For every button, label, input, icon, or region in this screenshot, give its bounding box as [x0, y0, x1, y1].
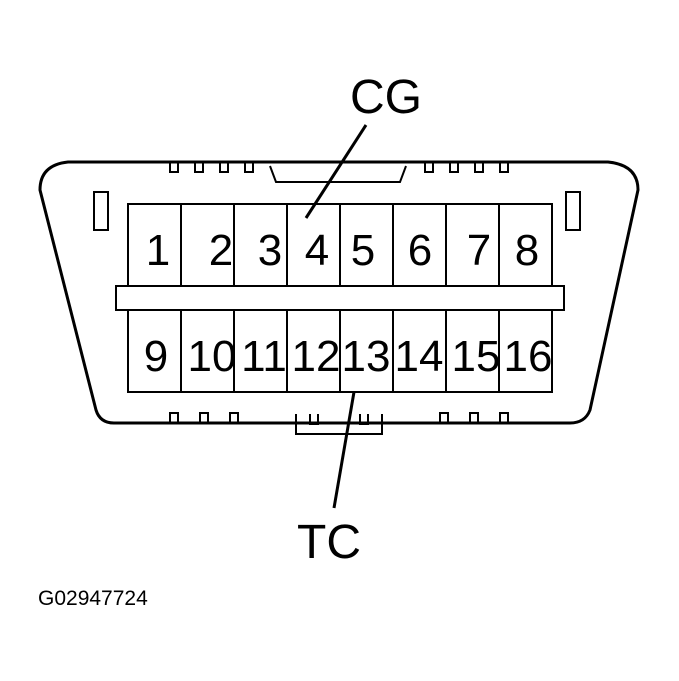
pin-number: 14: [395, 332, 444, 381]
pin-cell: [180, 309, 235, 393]
center-divider-bar: [115, 285, 565, 311]
tc-leader-line: [332, 391, 356, 509]
pin-number: 6: [408, 226, 432, 275]
bottom-pin-labels: 9 10 11 12 13 14 15 16: [144, 332, 553, 381]
left-latch-slot: [93, 191, 109, 231]
pin-number: 11: [241, 332, 287, 381]
tc-callout-label: TC: [297, 516, 361, 569]
pin-number: 8: [515, 226, 539, 275]
pin-cell: [180, 203, 235, 287]
pin-number: 15: [452, 332, 501, 381]
pin-number: 9: [144, 332, 168, 381]
pin-cell: [498, 309, 553, 393]
pin-number: 12: [292, 332, 341, 381]
bottom-notches: [169, 412, 509, 435]
pin-number: 1: [146, 226, 170, 275]
pin-number: 10: [188, 332, 237, 381]
pin-number: 5: [351, 226, 375, 275]
top-notches: [169, 162, 509, 183]
top-pin-row: [127, 203, 553, 287]
pin-number: 13: [342, 332, 391, 381]
pin-cell: [445, 203, 500, 287]
figure-id: G02947724: [38, 587, 148, 610]
pin-cell: [339, 203, 394, 287]
pin-number: 3: [258, 226, 282, 275]
pin-cell: [233, 203, 288, 287]
top-pin-labels: 1 2 3 4 5 6 7 8: [146, 226, 539, 275]
cg-callout-label: CG: [350, 71, 422, 124]
cg-leader-line: [304, 124, 368, 219]
pin-cell: [233, 309, 288, 393]
pin-number: 16: [504, 332, 553, 381]
right-latch-slot: [565, 191, 581, 231]
connector-housing: [38, 160, 640, 425]
pin-cell: [286, 203, 341, 287]
pin-number: 2: [209, 226, 233, 275]
pin-number: 7: [467, 226, 491, 275]
pin-number: 4: [305, 226, 329, 275]
